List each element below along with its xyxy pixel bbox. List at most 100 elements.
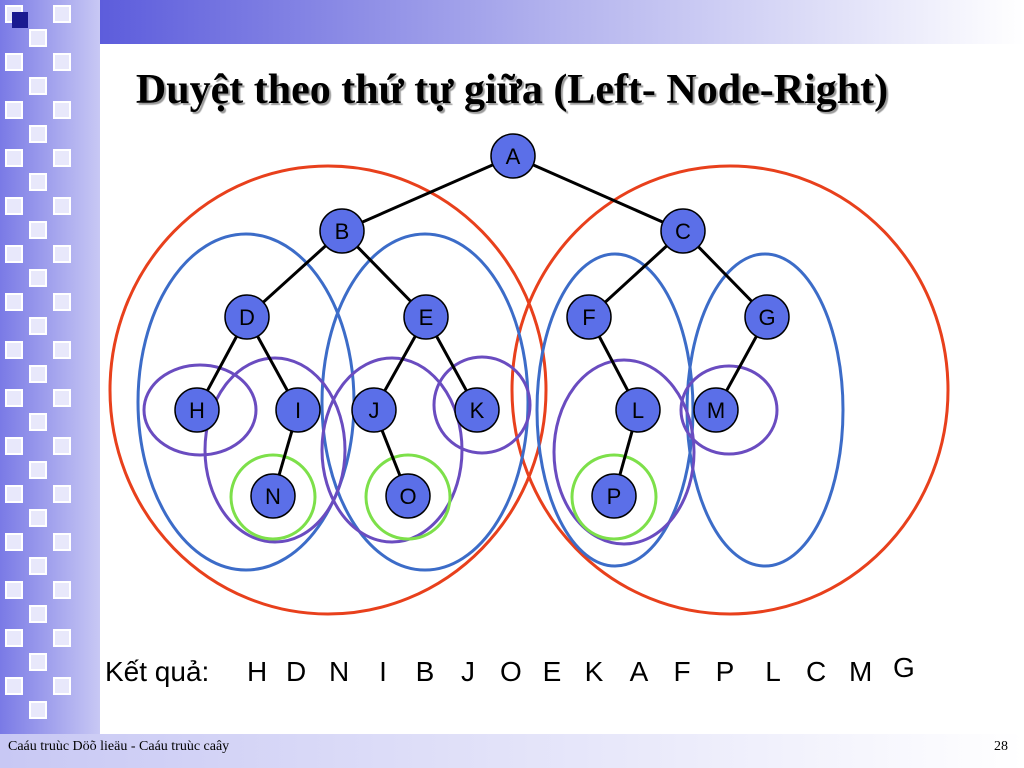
decor-square <box>53 677 71 695</box>
left-subtree-of-i-circle <box>229 453 317 541</box>
slide-title: Duyệt theo thứ tự giữa (Left- Node-Right… <box>135 67 889 113</box>
result-letter: O <box>500 656 522 687</box>
node-label: N <box>265 484 281 509</box>
decor-square <box>53 53 71 71</box>
node-circle <box>403 294 449 340</box>
decor-square <box>5 53 23 71</box>
decor-square <box>5 101 23 119</box>
decor-square <box>5 581 23 599</box>
decor-square <box>53 293 71 311</box>
decor-square <box>29 605 47 623</box>
node-p: P <box>591 473 637 519</box>
decor-square <box>5 341 23 359</box>
decor-square <box>53 245 71 263</box>
node-i: I <box>275 387 321 433</box>
node-label: F <box>582 305 595 330</box>
result-letter: C <box>806 656 827 687</box>
node-label: P <box>607 484 622 509</box>
node-b: B <box>319 208 365 254</box>
left-subtree-of-d-ellipse <box>142 363 258 457</box>
node-circle <box>351 387 397 433</box>
decor-square <box>5 389 23 407</box>
node-circle <box>250 473 296 519</box>
decor-square <box>5 533 23 551</box>
node-l: L <box>615 387 661 433</box>
right-subtree-of-e-ellipse <box>432 355 532 455</box>
node-label: M <box>707 398 725 423</box>
footer-course-title: Caáu truùc Döõ lieäu - Caáu truùc caây <box>8 739 230 754</box>
node-f: F <box>566 294 612 340</box>
decor-square <box>29 413 47 431</box>
decor-square <box>29 29 47 47</box>
decor-square <box>5 485 23 503</box>
decor-square <box>5 629 23 647</box>
decor-square <box>5 245 23 263</box>
node-c: C <box>660 208 706 254</box>
node-circle <box>174 387 220 433</box>
node-h: H <box>174 387 220 433</box>
decor-square <box>53 341 71 359</box>
decor-square <box>5 677 23 695</box>
footer: Caáu truùc Döõ lieäu - Caáu truùc caây 2… <box>0 734 1024 764</box>
left-subtree-of-c-ellipse <box>535 252 695 568</box>
node-n: N <box>250 473 296 519</box>
node-label: O <box>399 484 416 509</box>
node-circle <box>660 208 706 254</box>
decor-square <box>29 509 47 527</box>
node-e: E <box>403 294 449 340</box>
left-subtree-of-a-ellipse <box>108 164 548 616</box>
node-o: O <box>385 473 431 519</box>
decor-square <box>53 5 71 23</box>
result-letter: I <box>379 656 387 687</box>
result-letter: A <box>629 656 649 687</box>
left-subtree-of-e-ellipse <box>320 356 464 544</box>
node-label: K <box>470 398 485 423</box>
decor-square <box>53 197 71 215</box>
node-circle <box>744 294 790 340</box>
right-subtree-of-d-ellipse <box>203 356 347 544</box>
decor-square <box>5 197 23 215</box>
decor-square <box>53 629 71 647</box>
result-letter: G <box>893 652 915 683</box>
left-subtree-of-j-circle <box>364 453 452 541</box>
node-d: D <box>224 294 270 340</box>
node-label: L <box>632 398 644 423</box>
left-subtree-of-g-ellipse <box>679 364 779 456</box>
node-circle <box>591 473 637 519</box>
decor-square <box>29 269 47 287</box>
decor-square <box>29 221 47 239</box>
result-letter: P <box>715 656 735 687</box>
node-label: E <box>419 305 434 330</box>
node-j: J <box>351 387 397 433</box>
decor-square <box>29 701 47 719</box>
edge-a-c <box>512 154 684 233</box>
decor-square <box>53 389 71 407</box>
node-circle <box>615 387 661 433</box>
right-subtree-of-f-ellipse <box>552 358 696 546</box>
result-letter: D <box>286 656 307 687</box>
result-letter: J <box>461 656 475 687</box>
node-label: I <box>295 398 301 423</box>
page-number: 28 <box>994 739 1008 754</box>
decor-square <box>53 581 71 599</box>
decor-square <box>53 101 71 119</box>
node-circle <box>385 473 431 519</box>
node-label: D <box>239 305 255 330</box>
result-letter: B <box>415 656 435 687</box>
node-label: C <box>675 219 691 244</box>
node-label: G <box>758 305 775 330</box>
node-circle <box>693 387 739 433</box>
node-label: A <box>506 144 521 169</box>
decor-square <box>29 173 47 191</box>
result-letter: N <box>329 656 350 687</box>
node-m: M <box>693 387 739 433</box>
node-circle <box>319 208 365 254</box>
result-letter: L <box>765 656 781 687</box>
node-circle <box>566 294 612 340</box>
node-g: G <box>744 294 790 340</box>
node-k: K <box>454 387 500 433</box>
result-label: Kết quả: <box>105 656 210 687</box>
